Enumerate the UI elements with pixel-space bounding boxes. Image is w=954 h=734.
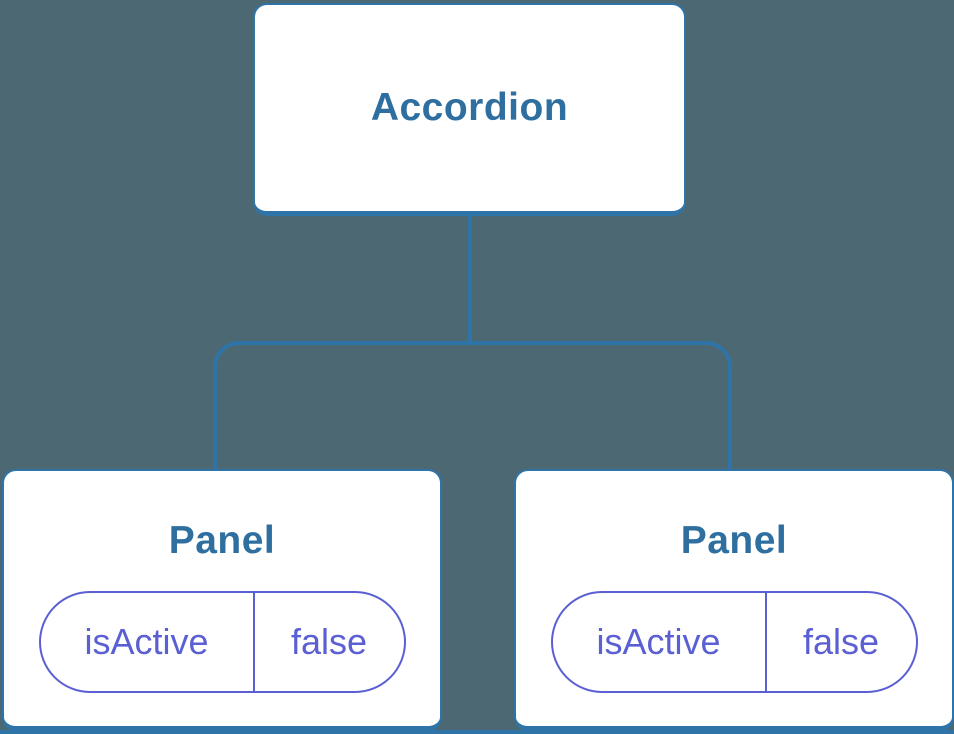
connector-stem bbox=[468, 216, 472, 345]
connector-bracket bbox=[213, 341, 732, 469]
panel-node-left: Panel isActive false bbox=[2, 469, 442, 731]
state-pill: isActive false bbox=[38, 591, 406, 693]
panel-node-label: Panel bbox=[680, 519, 788, 562]
accordion-node-label: Accordion bbox=[370, 86, 569, 129]
state-value-cell: false bbox=[802, 621, 880, 662]
state-pill: isActive false bbox=[550, 591, 918, 693]
accordion-node: Accordion bbox=[253, 3, 686, 216]
panel-node-right: Panel isActive false bbox=[514, 469, 954, 731]
state-value-cell: false bbox=[290, 621, 368, 662]
panel-node-label: Panel bbox=[168, 519, 276, 562]
bottom-edge-bar bbox=[0, 730, 954, 734]
state-name-cell: isActive bbox=[553, 593, 767, 691]
state-name-cell: isActive bbox=[41, 593, 255, 691]
